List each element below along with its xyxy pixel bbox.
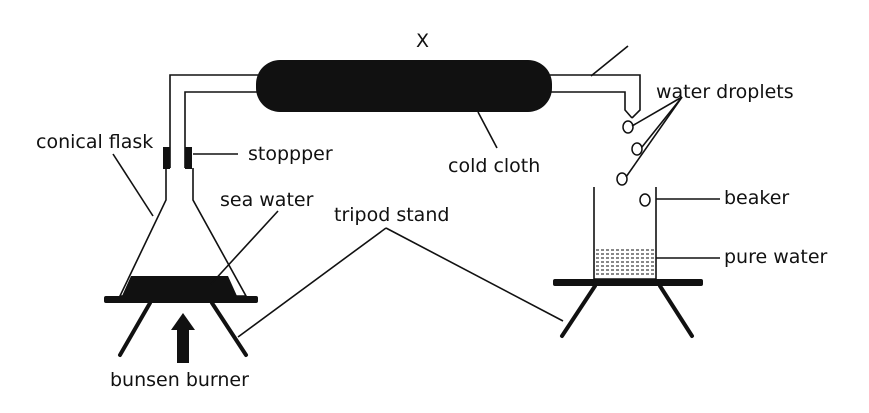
conical-flask	[118, 168, 248, 297]
label-conical-flask: conical flask	[36, 131, 153, 153]
tripod-stand-left	[104, 296, 258, 357]
label-tripod-stand: tripod stand	[334, 204, 449, 226]
cold-cloth	[256, 60, 552, 112]
pure-water	[596, 249, 654, 275]
label-cold-cloth: cold cloth	[448, 155, 540, 177]
label-x: X	[416, 30, 429, 52]
sea-water	[122, 276, 237, 296]
stopper	[163, 147, 192, 169]
label-stopper: stoppper	[248, 143, 333, 165]
delivery-tube	[169, 74, 641, 168]
water-droplets	[616, 120, 651, 207]
tripod-stand-right	[553, 279, 703, 338]
label-pure-water: pure water	[724, 246, 828, 268]
label-water-droplets: water droplets	[656, 81, 794, 103]
bunsen-burner-arrow	[171, 313, 195, 363]
label-beaker: beaker	[724, 187, 789, 209]
label-bunsen-burner: bunsen burner	[110, 369, 249, 391]
leader-lines	[112, 45, 720, 338]
label-sea-water: sea water	[220, 189, 314, 211]
